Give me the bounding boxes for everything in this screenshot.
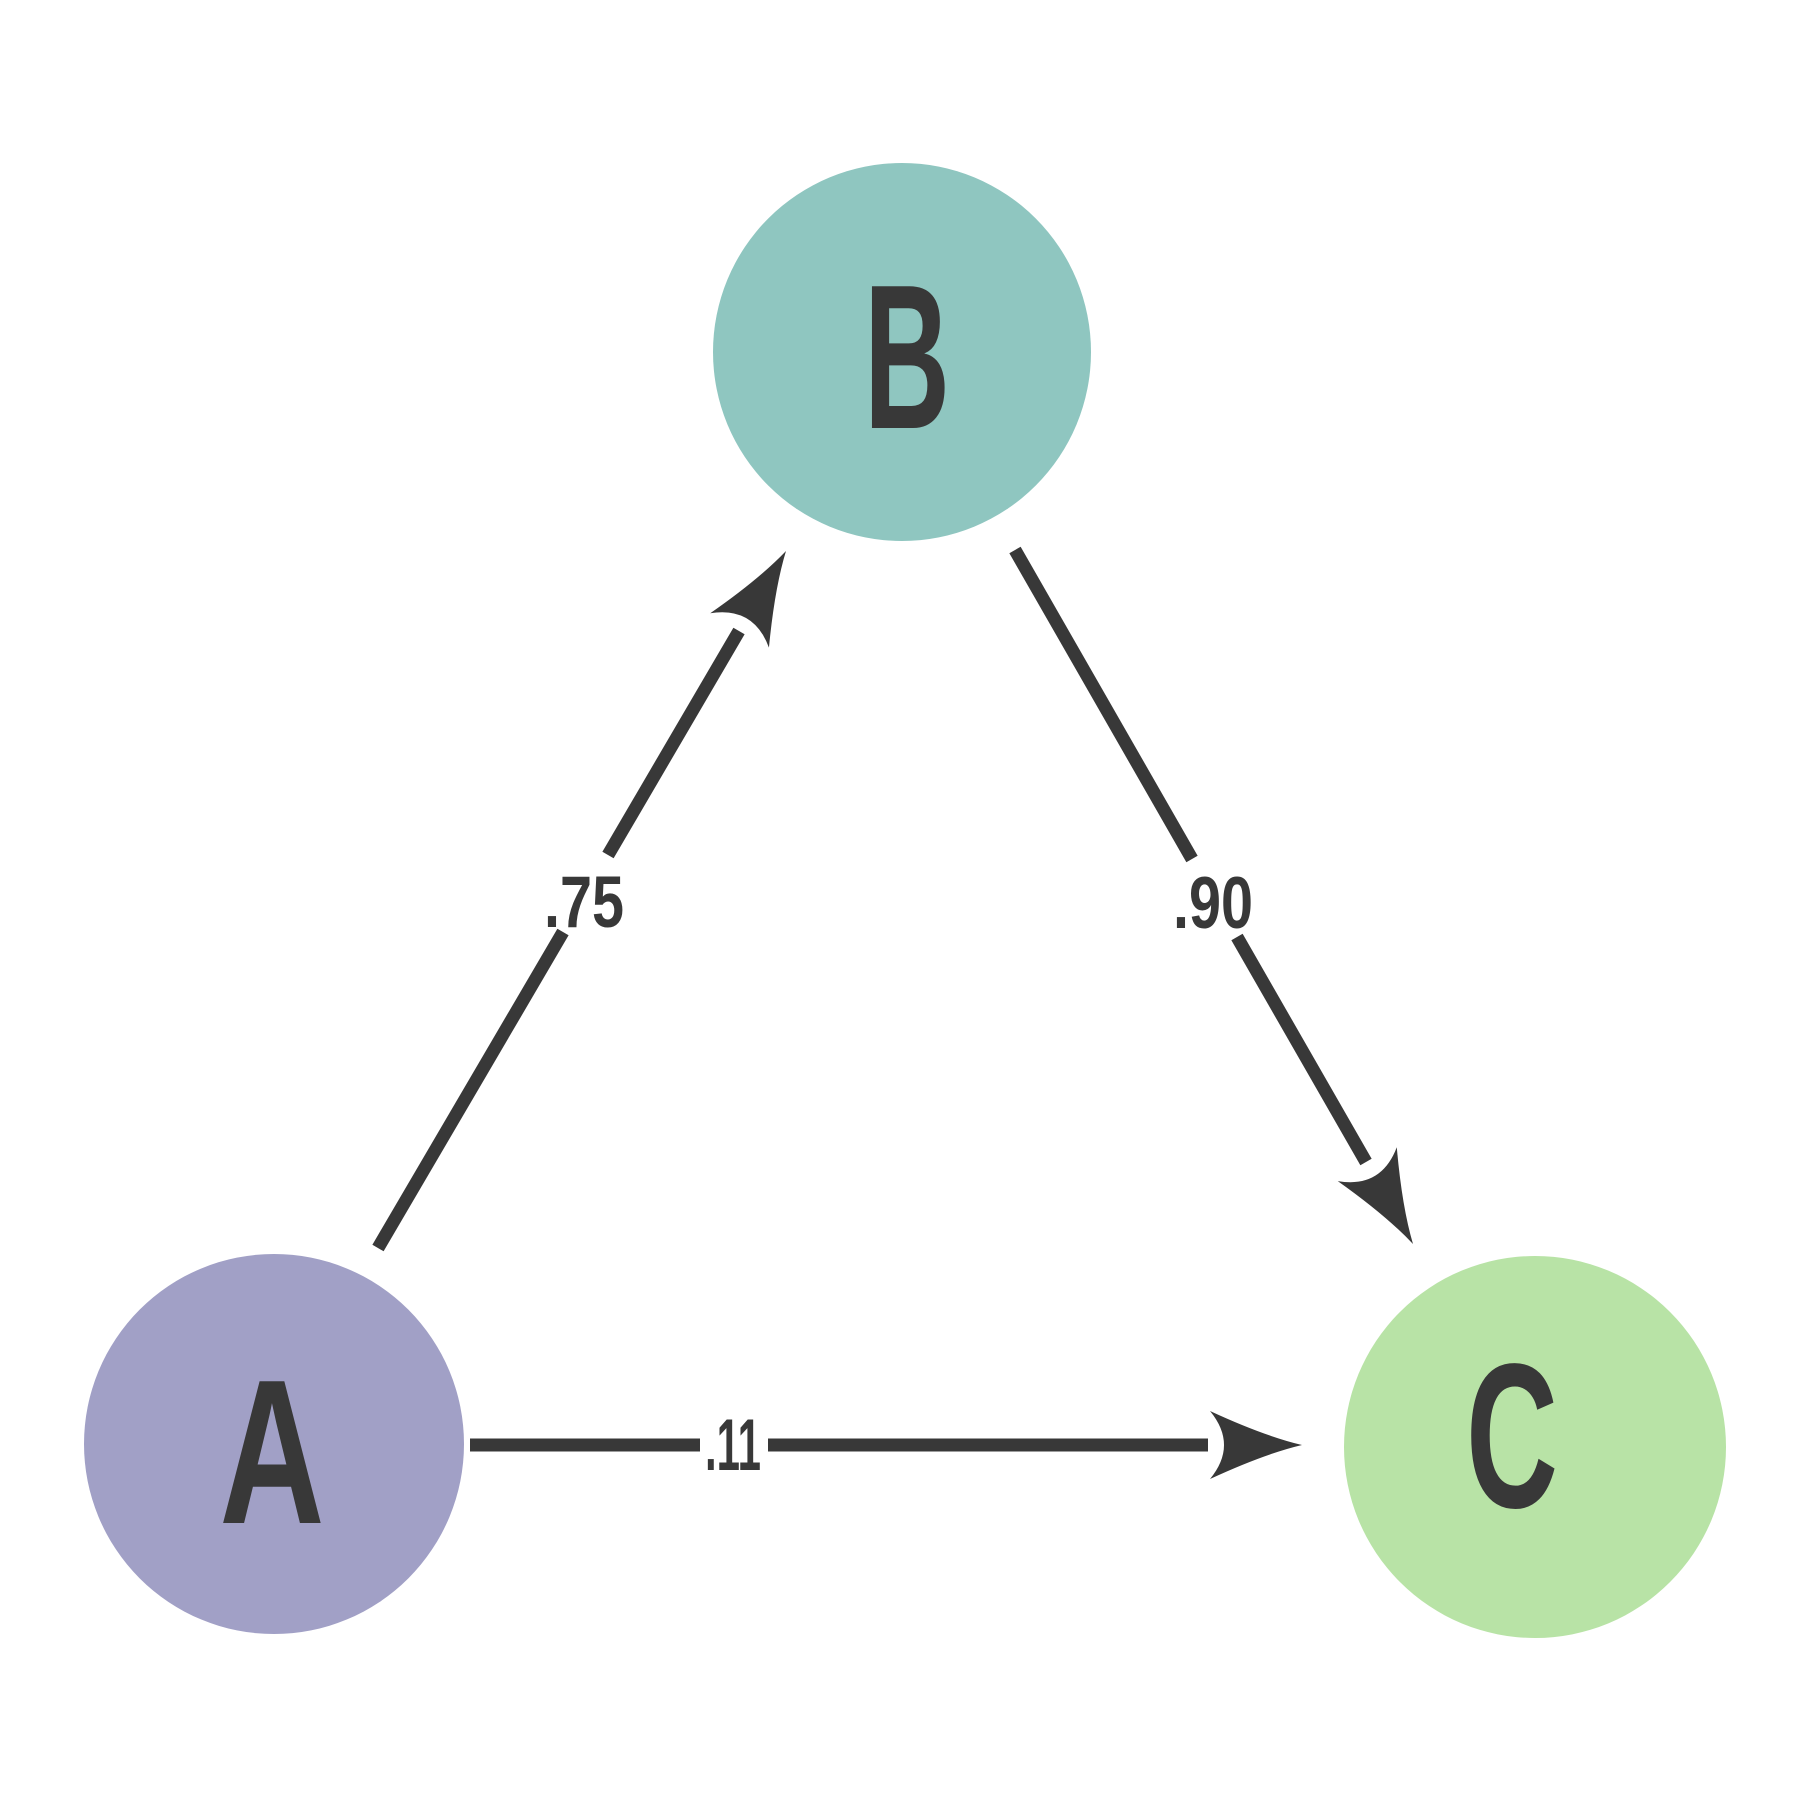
node-c-label: C: [1466, 1321, 1558, 1551]
node-a: A: [84, 1254, 464, 1634]
node-a-circle: [84, 1254, 464, 1634]
node-c-circle: [1344, 1256, 1726, 1638]
edge-a-c-weight-label: .11: [705, 1405, 761, 1486]
edge-b-c-segment-lower: [1231, 933, 1372, 1166]
node-b: B: [713, 163, 1091, 541]
edge-b-c-segment-upper: [1009, 546, 1198, 863]
edge-b-c-weight-label: .90: [1173, 863, 1253, 944]
node-a-label: A: [220, 1337, 325, 1567]
edge-a-to-c: .11: [470, 1405, 1302, 1486]
arrowhead-b-c-icon: [1337, 1147, 1413, 1244]
node-b-circle: [713, 163, 1091, 541]
edge-a-b-segment-lower: [372, 928, 569, 1252]
edge-a-to-b: .75: [372, 551, 786, 1252]
edge-a-b-segment-upper: [602, 627, 745, 859]
arrowhead-a-b-icon: [710, 551, 786, 648]
edge-b-to-c: .90: [1009, 546, 1413, 1244]
edge-a-b-weight-label: .75: [544, 862, 624, 943]
node-b-label: B: [864, 242, 950, 472]
node-c: C: [1344, 1256, 1726, 1638]
arrowhead-a-c-icon: [1210, 1411, 1302, 1479]
